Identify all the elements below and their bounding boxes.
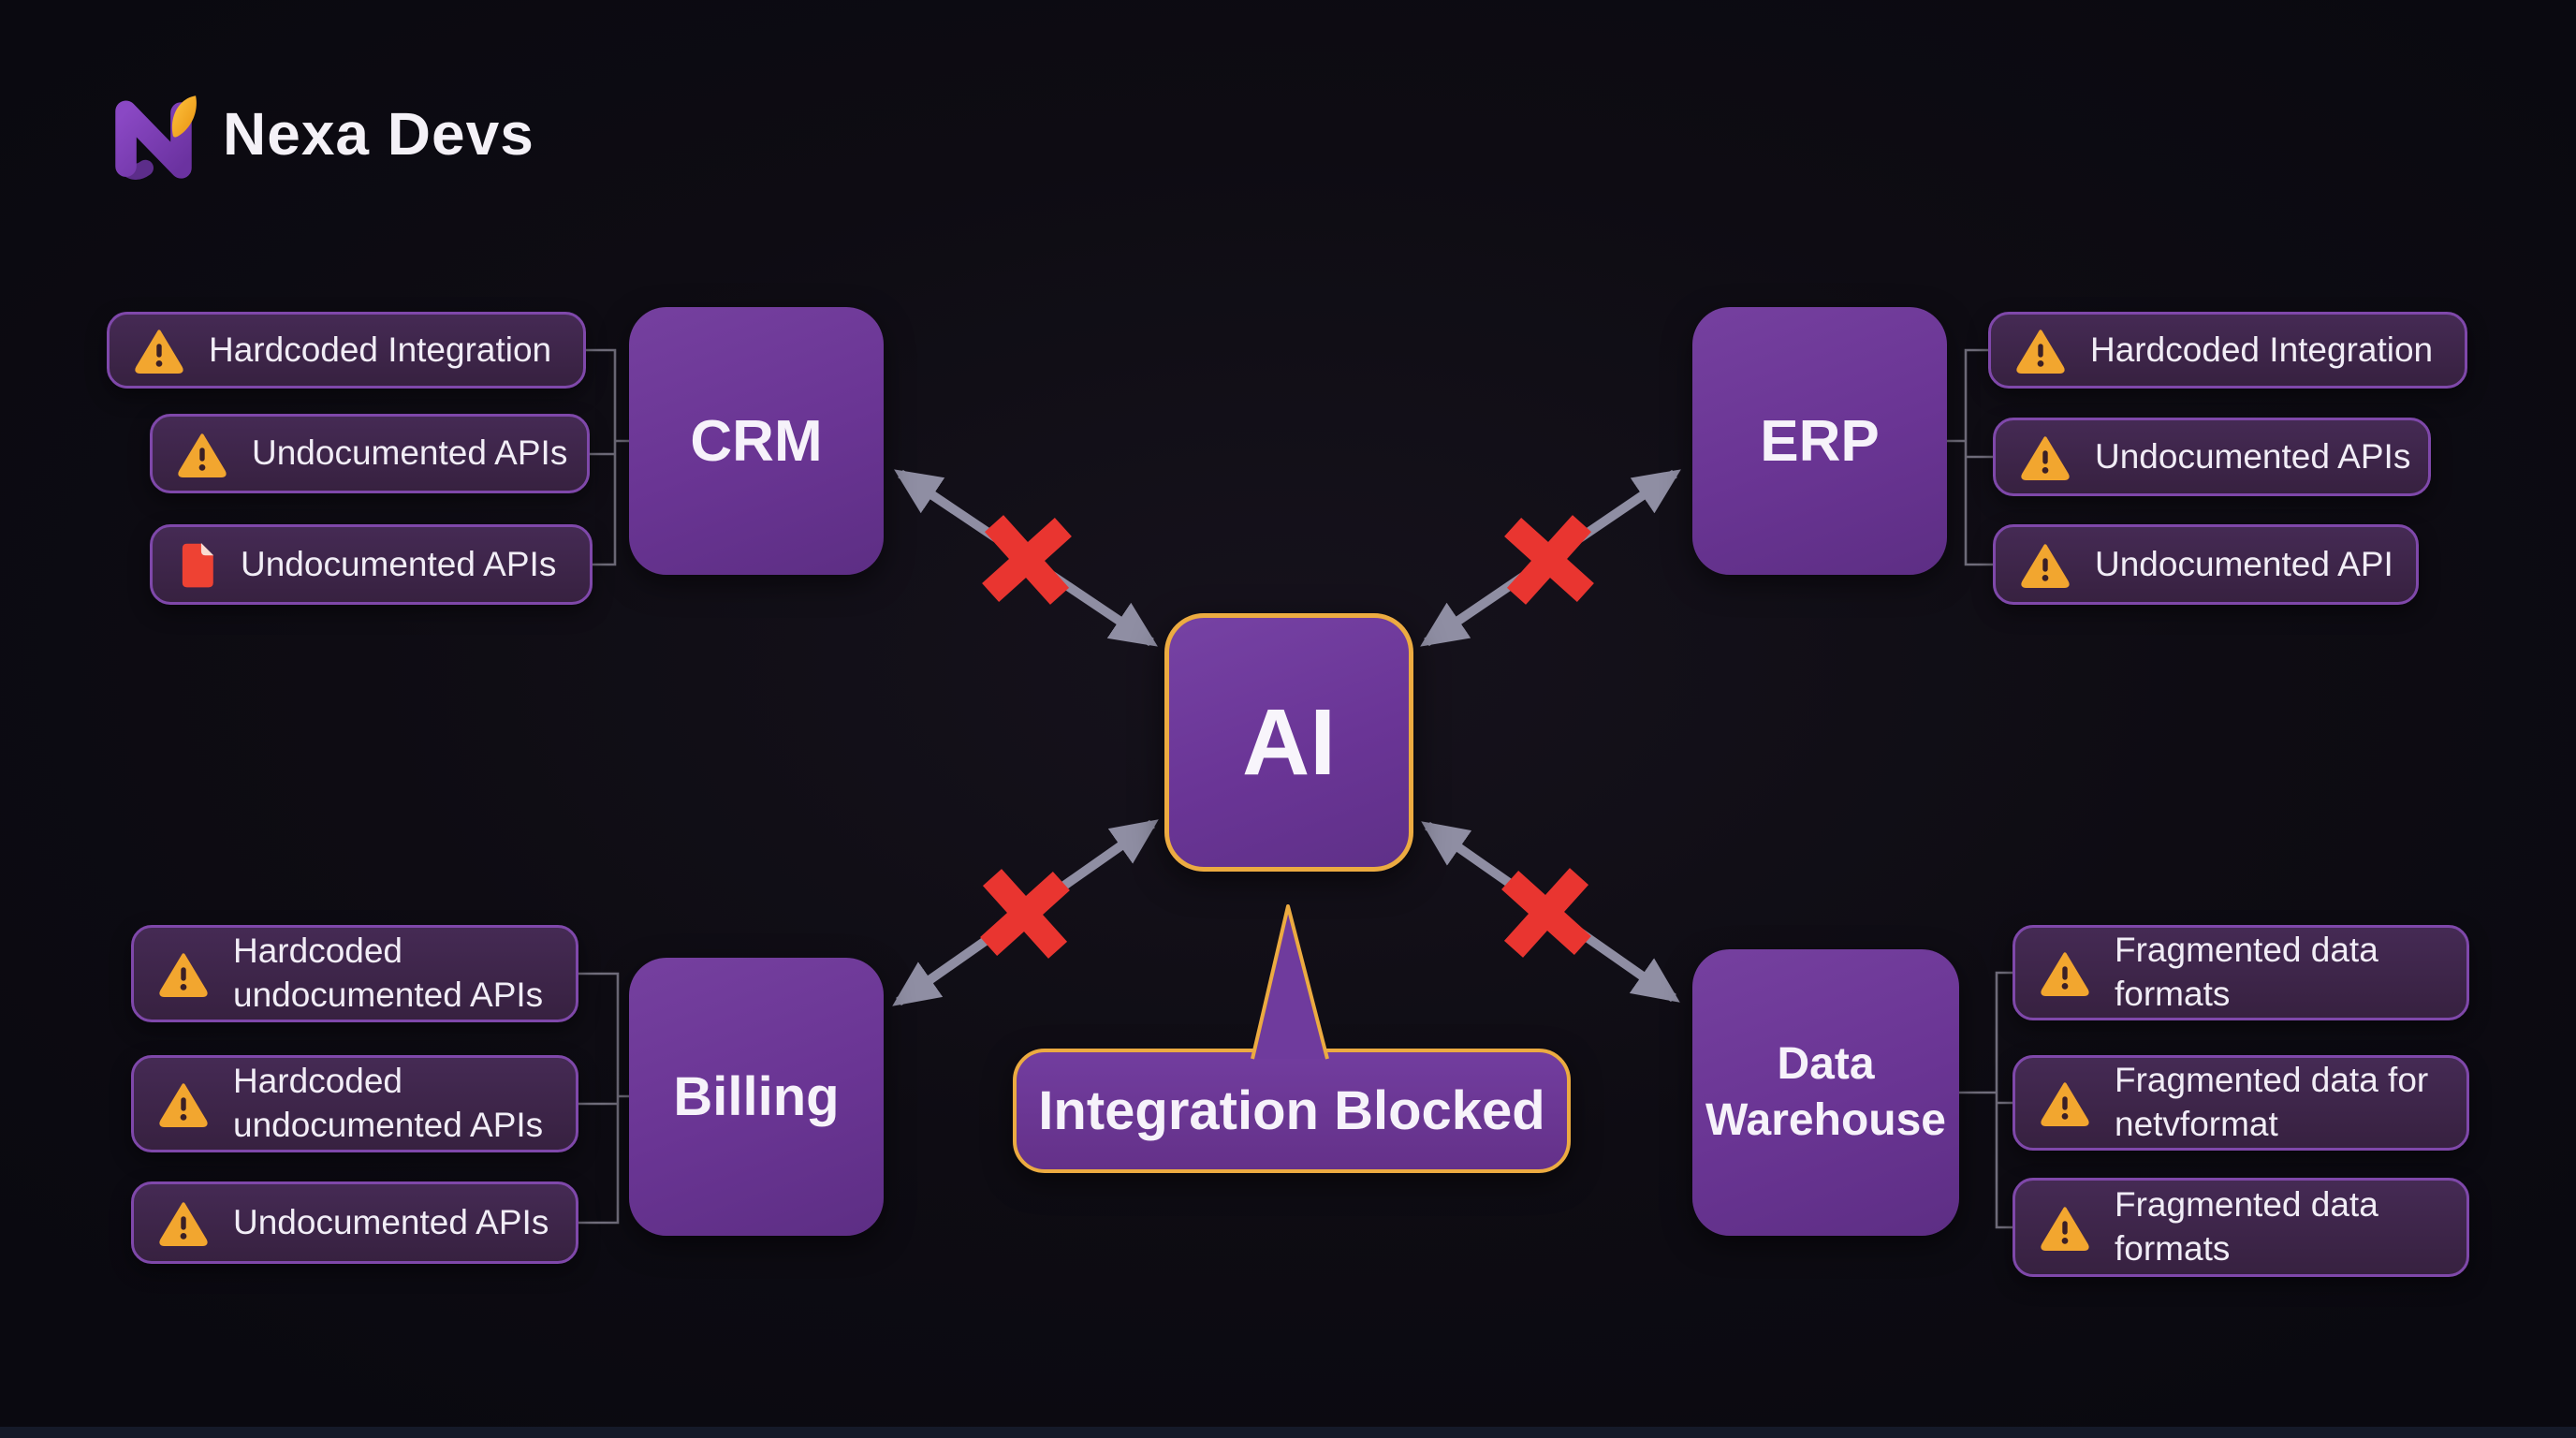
bottom-edge-strip <box>0 1427 2576 1438</box>
issue-label: Fragmented data formats <box>2115 931 2378 1013</box>
ai-label: AI <box>1242 689 1336 795</box>
warning-icon <box>158 950 209 997</box>
issue-label: Fragmented data for netvformat <box>2115 1061 2429 1143</box>
issue-chip: Fragmented data formats <box>2012 1178 2469 1277</box>
nexa-logo-icon <box>115 95 197 180</box>
warning-icon <box>158 1080 209 1127</box>
warning-icon <box>2040 949 2090 996</box>
file-icon <box>177 540 216 590</box>
arrow-billing-ai <box>892 819 1159 1006</box>
issue-chip: Fragmented data formats <box>2012 925 2469 1020</box>
system-label: CRM <box>690 408 823 474</box>
issue-label: Hardcoded Integration <box>209 330 552 369</box>
issue-label: Undocumented APIs <box>2095 436 2411 476</box>
warning-icon <box>2020 541 2071 588</box>
issue-label: Fragmented data formats <box>2115 1185 2378 1268</box>
arrow-warehouse-ai <box>1421 821 1680 1003</box>
system-box-data-warehouse: Data Warehouse <box>1692 949 1959 1236</box>
issue-chip: Hardcoded undocumented APIs <box>131 925 578 1022</box>
warning-icon <box>177 431 227 477</box>
blocked-x-icon <box>1504 515 1594 605</box>
integration-blocked-callout: Integration Blocked <box>1013 1049 1571 1173</box>
arrow-crm-ai <box>894 469 1158 647</box>
system-box-erp: ERP <box>1692 307 1947 575</box>
issue-label: Undocumented API <box>2095 544 2393 583</box>
issue-label: Hardcoded Integration <box>2090 330 2434 369</box>
blocked-x-icon <box>980 869 1070 959</box>
warning-icon <box>158 1199 209 1246</box>
issue-label: Hardcoded undocumented APIs <box>233 1062 544 1144</box>
system-box-billing: Billing <box>629 958 884 1236</box>
issue-chip: Undocumented APIs <box>150 414 590 493</box>
warning-icon <box>2040 1204 2090 1251</box>
issue-label: Hardcoded undocumented APIs <box>233 932 544 1014</box>
issue-chip: Hardcoded Integration <box>1988 312 2467 389</box>
issue-chip: Hardcoded undocumented APIs <box>131 1055 578 1152</box>
callout-label: Integration Blocked <box>1038 1080 1545 1141</box>
issue-label: Undocumented APIs <box>241 544 557 583</box>
system-label: Billing <box>673 1066 840 1127</box>
issue-label: Undocumented APIs <box>233 1202 549 1241</box>
system-label: Data Warehouse <box>1705 1039 1946 1145</box>
issue-chip: Undocumented APIs <box>1993 418 2431 496</box>
issue-chip: Fragmented data for netvformat <box>2012 1055 2469 1151</box>
issue-chip: Undocumented APIs <box>131 1181 578 1264</box>
warning-icon <box>134 327 184 374</box>
brand-name: Nexa Devs <box>223 100 534 168</box>
blocked-x-icon <box>982 515 1072 605</box>
brand-logo: Nexa Devs <box>105 86 534 182</box>
system-box-crm: CRM <box>629 307 884 575</box>
blocked-x-icon <box>1501 868 1591 958</box>
warning-icon <box>2040 1079 2090 1126</box>
issue-chip: Hardcoded Integration <box>107 312 586 389</box>
issue-label: Undocumented APIs <box>252 433 568 472</box>
ai-box: AI <box>1164 613 1413 872</box>
warning-icon <box>2020 433 2071 480</box>
issue-chip: Undocumented API <box>1993 524 2419 605</box>
warning-icon <box>2015 327 2066 374</box>
system-label: ERP <box>1760 408 1880 474</box>
issue-chip: Undocumented APIs <box>150 524 593 605</box>
arrow-erp-ai <box>1420 469 1681 647</box>
